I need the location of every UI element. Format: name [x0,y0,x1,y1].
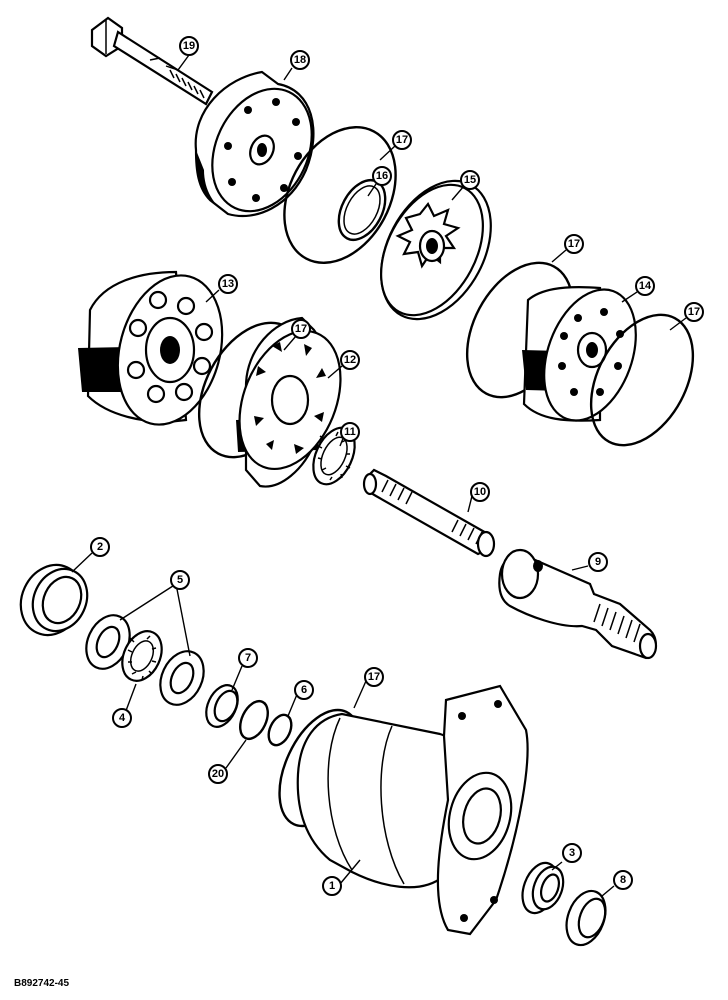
callout-3: 3 [562,843,582,863]
callout-6: 6 [294,680,314,700]
part-gerotor [78,270,224,426]
part-o-ring [589,313,695,447]
part-valve-plate [236,316,342,488]
callout-15: 15 [460,170,480,190]
callout-17: 17 [364,667,384,687]
callout-label: 20 [212,768,224,780]
callout-label: 18 [294,54,306,66]
callout-label: 11 [344,426,356,438]
callout-4: 4 [112,708,132,728]
callout-label: 4 [119,712,126,724]
part-thrust-washer [85,614,131,670]
callout-label: 14 [639,280,652,292]
callout-11: 11 [340,422,360,442]
callout-label: 8 [620,874,626,886]
callout-13: 13 [218,274,238,294]
callout-label: 6 [301,684,307,696]
part-seal-inner [343,185,381,235]
callout-label: 13 [222,278,234,290]
callout-19: 19 [179,36,199,56]
part-thrust-washer [159,650,205,706]
callout-label: 17 [688,306,700,318]
part-o-ring [283,126,397,264]
callout-9: 9 [588,552,608,572]
callout-label: 17 [568,238,580,250]
leader-lines [71,54,687,897]
part-output-shaft [498,548,658,660]
part-housing [296,684,529,936]
part-shaft-seal [19,563,89,637]
part-stator [522,286,637,422]
part-dust-seal [565,889,607,947]
part-small-o-ring [267,713,293,747]
callout-16: 16 [372,166,392,186]
callout-label: 19 [183,40,195,52]
callout-label: 2 [97,541,103,553]
callout-20: 20 [208,764,228,784]
callout-label: 17 [368,671,380,683]
callout-18: 18 [290,50,310,70]
callout-2: 2 [90,537,110,557]
callout-7: 7 [238,648,258,668]
part-needle-bearing [121,630,163,682]
callout-17: 17 [392,130,412,150]
callout-17: 17 [684,302,704,322]
part-roller-bearing [521,861,565,915]
callout-label: 10 [474,486,486,498]
callout-1: 1 [322,876,342,896]
callout-label: 9 [595,556,601,568]
callout-17: 17 [291,319,311,339]
callout-label: 1 [329,880,335,892]
callout-label: 17 [295,323,307,335]
part-bushing [205,684,239,728]
part-end-cover [194,70,315,218]
part-backup-ring [239,699,269,741]
callout-5: 5 [170,570,190,590]
callout-8: 8 [613,870,633,890]
callout-label: 12 [344,354,356,366]
callout-10: 10 [470,482,490,502]
callout-17: 17 [564,234,584,254]
callout-label: 15 [464,174,476,186]
figure-id: B892742-45 [14,978,70,989]
callout-label: 17 [396,134,408,146]
callout-label: 5 [177,574,183,586]
part-drive-link [362,468,496,558]
part-wear-plate [380,179,492,321]
callout-12: 12 [340,350,360,370]
part-bolt [90,16,214,106]
callout-label: 16 [376,170,388,182]
callout-14: 14 [635,276,655,296]
callout-label: 3 [569,847,575,859]
callout-label: 7 [245,652,251,664]
